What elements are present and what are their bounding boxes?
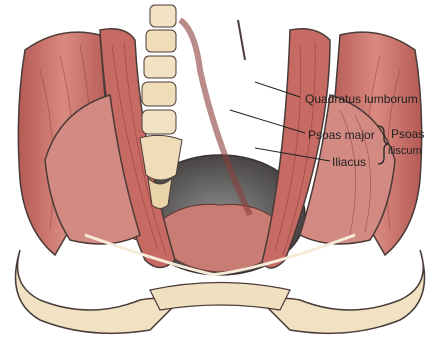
label-psoas-iliacus-line2: iliscum	[388, 146, 422, 157]
label-psoas-iliacus: Psoas	[391, 128, 424, 140]
label-iliacus: Iliacus	[332, 156, 366, 168]
pubic-symphysis	[150, 283, 290, 311]
label-psoas-major: Psoas major	[308, 129, 375, 141]
label-quadratus-lumborum: Quadratus lumborum	[305, 93, 418, 105]
